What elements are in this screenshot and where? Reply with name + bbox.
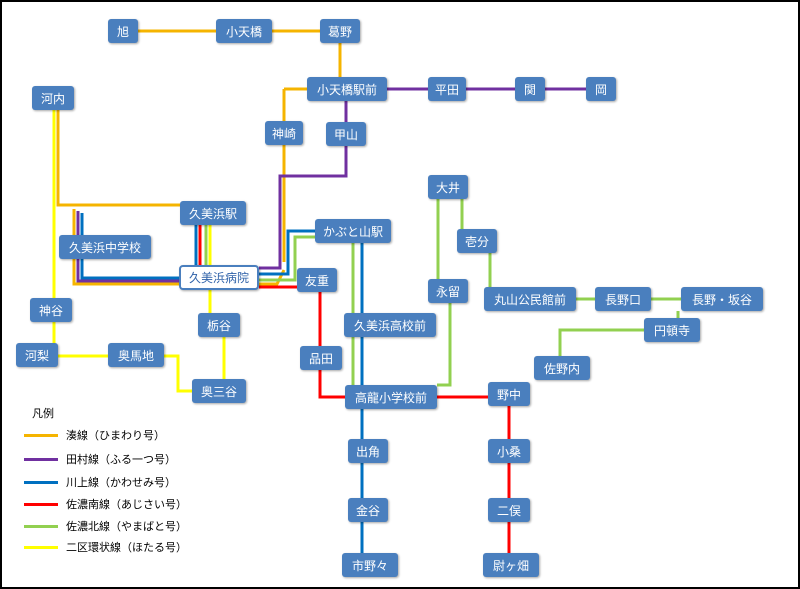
legend-swatch <box>24 502 58 506</box>
legend-item-kawakami: 川上線（かわせみ号） <box>24 474 176 490</box>
route-segment-tamura <box>259 146 348 270</box>
route-segment-niku <box>164 354 192 393</box>
legend-item-sanohoku: 佐濃北線（やまばと号） <box>24 518 187 534</box>
station-kouri[interactable]: 河梨 <box>16 343 58 367</box>
station-nagadome[interactable]: 永留 <box>428 279 468 303</box>
route-segment-tamura <box>76 211 179 283</box>
station-tochitani[interactable]: 栃谷 <box>198 313 240 337</box>
station-kouyama[interactable]: 甲山 <box>326 122 366 146</box>
station-tsurugahata[interactable]: 尉ヶ畑 <box>483 553 539 577</box>
route-segment-kawakami <box>80 213 179 280</box>
legend-swatch <box>24 433 58 437</box>
station-kamitani[interactable]: 神谷 <box>30 298 72 322</box>
legend-label: 二区環状線（ほたる号） <box>66 541 187 554</box>
station-umaji[interactable]: 奥馬地 <box>108 343 164 367</box>
station-kotenbashi-eki[interactable]: 小天橋駅前 <box>307 77 387 101</box>
station-kuzuno[interactable]: 葛野 <box>320 19 360 43</box>
legend-label: 湊線（ひまわり号） <box>66 429 165 442</box>
station-entonji[interactable]: 円頓寺 <box>644 318 700 342</box>
station-takaryu[interactable]: 高龍小学校前 <box>345 385 437 409</box>
station-ichibu[interactable]: 壱分 <box>457 229 497 253</box>
station-futamata[interactable]: 二俣 <box>488 498 530 522</box>
legend-item-sanonan: 佐濃南線（あじさい号） <box>24 496 187 512</box>
station-kumihama-byoin[interactable]: 久美浜病院 <box>179 265 259 290</box>
station-okusantani[interactable]: 奥三谷 <box>192 379 246 403</box>
route-segment-kawakami <box>259 229 315 276</box>
station-kumihama-chu[interactable]: 久美浜中学校 <box>59 235 151 259</box>
station-ichinono[interactable]: 市野々 <box>342 553 398 577</box>
station-okuwa[interactable]: 小桑 <box>488 439 530 463</box>
station-kanzaki[interactable]: 神崎 <box>265 121 303 145</box>
station-kabuto-eki[interactable]: かぶと山駅 <box>315 219 391 243</box>
route-segment-minato <box>56 110 180 207</box>
legend-item-niku: 二区環状線（ほたる号） <box>24 539 187 555</box>
station-kumihama-eki[interactable]: 久美浜駅 <box>180 201 246 225</box>
station-nagano-guchi[interactable]: 長野口 <box>595 287 651 311</box>
legend-swatch <box>24 457 58 461</box>
station-asahi[interactable]: 旭 <box>108 19 138 43</box>
legend-label: 佐濃北線（やまばと号） <box>66 520 187 533</box>
route-segment-sanonan <box>318 370 345 399</box>
station-kouchi[interactable]: 河内 <box>32 86 74 110</box>
station-nonaka[interactable]: 野中 <box>488 382 530 406</box>
station-maruyama[interactable]: 丸山公民館前 <box>484 287 576 311</box>
legend-label: 佐濃南線（あじさい号） <box>66 498 187 511</box>
legend-label: 田村線（ふる一つ号） <box>66 453 176 466</box>
station-omi[interactable]: 大井 <box>428 175 468 199</box>
legend-swatch <box>24 480 58 484</box>
station-sanonai[interactable]: 佐野内 <box>534 356 590 380</box>
station-shinada[interactable]: 品田 <box>300 346 342 370</box>
legend-swatch <box>24 524 58 528</box>
legend-item-tamura: 田村線（ふる一つ号） <box>24 451 176 467</box>
legend-swatch <box>24 545 58 549</box>
station-kumihama-kou[interactable]: 久美浜高校前 <box>344 313 436 337</box>
station-tomoshige[interactable]: 友重 <box>297 268 337 292</box>
station-hirata[interactable]: 平田 <box>428 77 466 101</box>
station-oka[interactable]: 岡 <box>586 77 616 101</box>
station-seki[interactable]: 関 <box>515 77 545 101</box>
legend-title: 凡例 <box>32 407 54 420</box>
legend-item-minato: 湊線（ひまわり号） <box>24 427 165 443</box>
station-dekado[interactable]: 出角 <box>348 439 388 463</box>
route-segment-sanohoku <box>437 303 452 387</box>
station-nagano-sakatani[interactable]: 長野・坂谷 <box>681 287 763 311</box>
station-kotenbashi[interactable]: 小天橋 <box>216 19 272 43</box>
legend-label: 川上線（かわせみ号） <box>66 476 176 489</box>
route-segment-sanohoku <box>259 235 315 282</box>
station-kanaya[interactable]: 金谷 <box>348 498 388 522</box>
route-segment-sanohoku <box>558 328 644 356</box>
